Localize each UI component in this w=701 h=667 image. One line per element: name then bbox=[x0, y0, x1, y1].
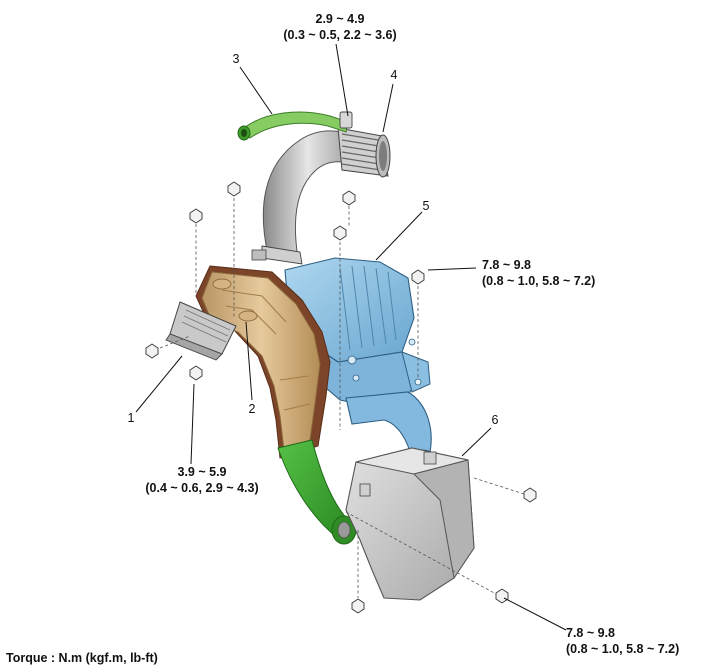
torque-hose-clamp-value: 2.9 ~ 4.9 bbox=[316, 12, 365, 26]
bolt-icon bbox=[351, 530, 365, 614]
part-number-5: 5 bbox=[423, 199, 430, 213]
torque-resonator-bolt-units: (0.8 ~ 1.0, 5.8 ~ 7.2) bbox=[566, 642, 679, 656]
torque-hose-clamp-units: (0.3 ~ 0.5, 2.2 ~ 3.6) bbox=[283, 28, 396, 42]
corrugated-hose bbox=[337, 127, 391, 178]
bolt-icon bbox=[145, 335, 191, 359]
part-number-4: 4 bbox=[391, 68, 398, 82]
torque-unit-footnote: Torque : N.m (kgf.m, lb-ft) bbox=[6, 651, 158, 665]
green-connector-duct bbox=[277, 439, 357, 545]
air-duct-bracket bbox=[165, 301, 237, 361]
torque-resonator-bolt-value: 7.8 ~ 9.8 bbox=[566, 626, 615, 640]
bolt-icon bbox=[189, 365, 203, 381]
part-number-6: 6 bbox=[492, 413, 499, 427]
bolt-icon bbox=[411, 269, 425, 378]
torque-cleaner-bolt-value: 7.8 ~ 9.8 bbox=[482, 258, 531, 272]
leader-lines bbox=[135, 43, 567, 631]
part-number-3: 3 bbox=[233, 52, 240, 66]
bolt-icon bbox=[342, 190, 356, 226]
torque-cleaner-bolt-units: (0.8 ~ 1.0, 5.8 ~ 7.2) bbox=[482, 274, 595, 288]
bolt-icon bbox=[333, 225, 347, 430]
bolt-icon bbox=[189, 208, 203, 296]
part-number-1: 1 bbox=[128, 411, 135, 425]
torque-bracket-bolt-units: (0.4 ~ 0.6, 2.9 ~ 4.3) bbox=[145, 481, 258, 495]
part-number-2: 2 bbox=[249, 402, 256, 416]
torque-bracket-bolt-value: 3.9 ~ 5.9 bbox=[178, 465, 227, 479]
resonator bbox=[345, 447, 475, 601]
bolt-icon bbox=[345, 511, 509, 604]
breather-hose bbox=[237, 111, 353, 141]
bolt-icon bbox=[473, 477, 537, 503]
bolt-icon bbox=[227, 181, 241, 318]
bolts bbox=[145, 181, 537, 614]
callout-labels: 3 4 5 6 1 2 2.9 ~ 4.9 (0.3 ~ 0.5, 2.2 ~ … bbox=[6, 12, 679, 665]
air-intake-duct bbox=[195, 265, 331, 459]
